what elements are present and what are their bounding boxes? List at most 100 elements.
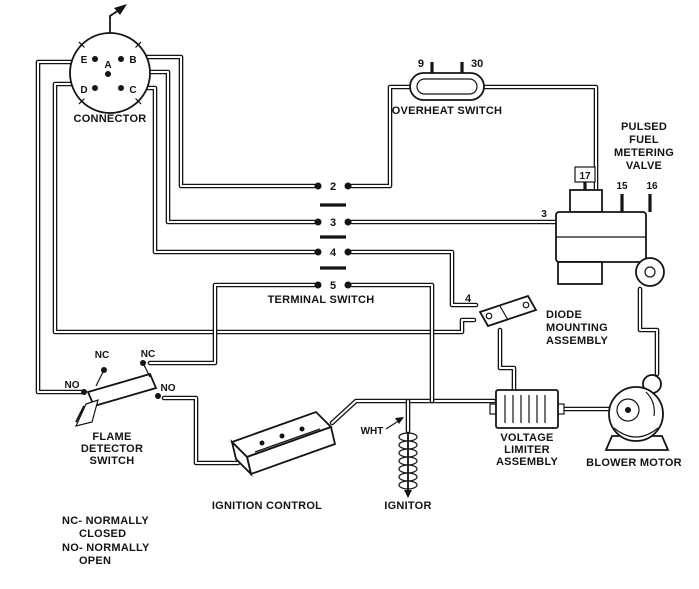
wire-connector-to-terminal-3: [150, 72, 314, 222]
diode-label-line-3: ASSEMBLY: [546, 335, 609, 347]
diode-label-line-1: DIODE: [546, 309, 582, 321]
voltage-limiter-label-line-3: ASSEMBLY: [496, 456, 559, 468]
diode-mounting-assembly-component: 4 DIODE MOUNTING ASSEMBLY: [465, 293, 609, 347]
diode-bracket: [478, 294, 538, 328]
valve-terminal-15-label: 15: [616, 181, 628, 192]
blower-motor-blade: [645, 391, 655, 417]
terminal-4-left-contact: [314, 248, 322, 256]
ignition-control-terminal-3: [299, 426, 305, 432]
valve-solenoid: [569, 189, 603, 213]
terminal-2-left-contact: [314, 182, 322, 190]
flame-detector-label-line-3: SWITCH: [90, 455, 135, 467]
overheat-switch-label: OVERHEAT SWITCH: [392, 105, 503, 117]
wire-overheat-9-to-terminal-2: [352, 87, 412, 186]
ignitor-component: WHT IGNITOR: [361, 417, 431, 512]
connector-pin-c: [118, 85, 124, 91]
ignition-control-label: IGNITION CONTROL: [212, 500, 322, 512]
blower-motor-shaft: [625, 407, 631, 413]
flame-detector-no-left-label: NO: [65, 380, 80, 391]
pulsed-fuel-metering-valve-component: 17 15 16 3 PULSED FUEL METERING VALVE: [541, 121, 674, 287]
blower-motor-scroll: [613, 427, 659, 438]
valve-label-line-4: VALVE: [626, 160, 662, 172]
valve-terminal-16-label: 16: [646, 181, 658, 192]
terminal-switch-component: 2 3 4 5 TERMINAL SWITCH: [268, 181, 375, 306]
connector-label: CONNECTOR: [74, 113, 147, 125]
voltage-limiter-label-line-2: LIMITER: [504, 444, 550, 456]
flame-detector-switch-component: NC NC NO NO FLAME DETECTOR SWITCH: [65, 349, 176, 467]
connector-component: E B A D C CONNECTOR: [69, 4, 151, 125]
flame-detector-nc-contact-left: [101, 367, 107, 373]
flame-detector-body: [86, 372, 158, 408]
terminal-3-left-contact: [314, 218, 322, 226]
connector-pin-e: [92, 56, 98, 62]
diode-bracket-hole-left: [485, 312, 493, 320]
ignition-control-terminal-1: [259, 440, 265, 446]
voltage-limiter-body: [495, 389, 559, 429]
wire-connector-to-terminal-4: [147, 88, 314, 252]
valve-label-line-1: PULSED: [621, 121, 667, 133]
ignition-control-terminal-2: [279, 433, 285, 439]
voltage-limiter-fins: [504, 395, 546, 423]
valve-label-line-3: METERING: [614, 147, 674, 159]
legend-nc-line-2: CLOSED: [79, 528, 126, 540]
wire-diode-to-voltage-limiter: [500, 330, 514, 391]
ignition-control-side: [230, 439, 253, 477]
voltage-limiter-label-line-1: VOLTAGE: [500, 432, 553, 444]
legend: NC- NORMALLY CLOSED NO- NORMALLY OPEN: [62, 515, 150, 567]
flame-detector-label-line-1: FLAME: [92, 431, 131, 443]
blower-motor-component: BLOWER MOTOR: [586, 374, 682, 469]
diode-terminal-4-label: 4: [465, 293, 472, 305]
connector-pin-a: [105, 71, 111, 77]
connector-arrow-icon: [114, 4, 127, 15]
valve-terminal-17-label: 17: [579, 171, 591, 182]
valve-bracket: [557, 261, 603, 285]
wire-connector-to-terminal-2: [147, 57, 314, 186]
ignitor-coil: [398, 432, 418, 490]
connector-keyway-ticks: [78, 41, 142, 105]
diode-label-line-2: MOUNTING: [546, 322, 608, 334]
ignitor-wire-tag: WHT: [361, 426, 384, 437]
diode-bracket-bend: [499, 305, 509, 321]
valve-can: [635, 257, 665, 287]
wire-flame-detector-to-ignition-control: [164, 398, 238, 463]
terminal-4-label: 4: [330, 247, 337, 259]
connector-pin-b-label: B: [129, 55, 136, 66]
overheat-terminal-30-label: 30: [471, 58, 483, 70]
connector-pin-c-label: C: [129, 85, 136, 96]
terminal-5-right-contact: [344, 281, 352, 289]
flame-detector-nc-contact-right: [140, 360, 146, 366]
overheat-terminal-9-label: 9: [418, 58, 424, 70]
terminal-3-right-contact: [344, 218, 352, 226]
ignition-control-component: IGNITION CONTROL: [212, 410, 337, 512]
flame-detector-lever: [75, 405, 85, 423]
flame-detector-no-contact-right: [155, 393, 161, 399]
connector-pin-e-label: E: [81, 55, 88, 66]
blower-motor-label: BLOWER MOTOR: [586, 457, 682, 469]
terminal-switch-label: TERMINAL SWITCH: [268, 294, 375, 306]
ignition-control-seam: [254, 428, 321, 453]
valve-label-line-2: FUEL: [629, 134, 659, 146]
connector-pin-a-label: A: [104, 60, 111, 71]
wire-connector-to-flame-detector-no: [38, 62, 84, 392]
wht-arrow-icon: [395, 417, 404, 424]
ignitor-tip: [404, 490, 412, 498]
wire-ignition-control-to-voltage-limiter: [332, 401, 494, 423]
valve-terminal-3-label: 3: [541, 209, 547, 220]
flame-detector-nc-left-label: NC: [95, 350, 109, 361]
diode-bracket-hole-right: [522, 301, 530, 309]
flame-detector-no-contact-left: [81, 389, 87, 395]
terminal-5-left-contact: [314, 281, 322, 289]
terminal-4-right-contact: [344, 248, 352, 256]
terminal-5-label: 5: [330, 280, 336, 292]
terminal-2-label: 2: [330, 181, 336, 193]
valve-terminal-17-box: [574, 166, 596, 183]
legend-no-line-2: OPEN: [79, 555, 111, 567]
legend-no-line-1: NO- NORMALLY: [62, 542, 150, 554]
legend-nc-line-1: NC- NORMALLY: [62, 515, 149, 527]
connector-pin-b: [118, 56, 124, 62]
overheat-switch-body: [409, 72, 485, 101]
terminal-2-right-contact: [344, 182, 352, 190]
wire-valve-to-blower: [640, 289, 657, 374]
